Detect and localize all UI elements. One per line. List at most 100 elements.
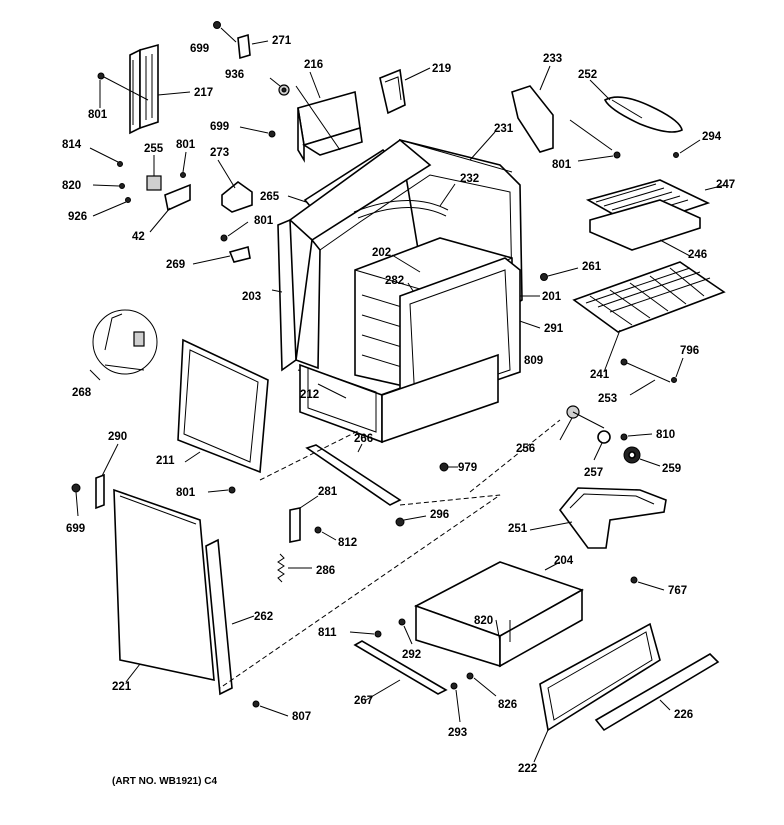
callout-label-699b: 699: [210, 121, 229, 133]
callout-label-247: 247: [716, 179, 735, 191]
callout-label-261: 261: [582, 261, 602, 273]
part-286-spring: [277, 553, 312, 583]
part-262-door-frame: [205, 538, 255, 696]
part-812-screw: [314, 526, 337, 541]
part-255-switch: [89, 147, 162, 191]
callout-label-211: 211: [156, 455, 175, 467]
part-810-screw: [620, 433, 653, 441]
callout-label-219: 219: [432, 63, 451, 75]
callout-label-296: 296: [430, 509, 449, 521]
part-221-door-panel: [113, 488, 215, 683]
part-203-side-panel: [271, 289, 283, 293]
callout-label-202: 202: [372, 247, 391, 259]
part-767-screw: [630, 576, 665, 591]
callout-label-256: 256: [516, 443, 535, 455]
callout-label-267: 267: [354, 695, 373, 707]
callout-label-826: 826: [498, 699, 517, 711]
part-926-screw: [92, 197, 131, 217]
part-820-screws-b: [495, 619, 511, 643]
callout-label-268: 268: [72, 387, 92, 399]
callout-label-801b: 801: [176, 139, 196, 151]
callout-label-767: 767: [668, 585, 687, 597]
callout-label-204: 204: [554, 555, 574, 567]
callout-label-265: 265: [260, 191, 280, 203]
part-226-trim: [594, 652, 720, 732]
part-811-screw: [349, 630, 382, 638]
callout-label-979: 979: [458, 462, 477, 474]
callout-label-809: 809: [524, 355, 543, 367]
part-936-grommet: [269, 77, 290, 96]
part-290-hinge: [95, 443, 119, 510]
callout-label-293: 293: [448, 727, 467, 739]
part-252-broil-element: [589, 79, 683, 133]
part-699-screw-c: [71, 483, 81, 517]
part-294-clip: [673, 139, 701, 158]
part-232-tube: [353, 183, 456, 219]
part-296-screw: [395, 515, 427, 527]
callout-label-226: 226: [674, 709, 693, 721]
callout-label-936: 936: [225, 69, 244, 81]
callout-label-203: 203: [242, 291, 261, 303]
callout-label-271: 271: [272, 35, 292, 47]
part-222-drawer-front: [533, 622, 661, 763]
part-216-duct: [295, 71, 363, 163]
part-211-panel: [177, 338, 269, 474]
callout-label-212: 212: [300, 389, 319, 401]
callout-label-699a: 699: [190, 43, 209, 55]
callout-label-292: 292: [402, 649, 421, 661]
part-271-clip: [213, 21, 269, 60]
callout-label-252: 252: [578, 69, 597, 81]
part-204-drawer: [414, 561, 584, 668]
part-292-clip: [398, 618, 413, 645]
callout-label-217: 217: [194, 87, 213, 99]
callout-label-926: 926: [68, 211, 87, 223]
callout-label-222: 222: [518, 763, 537, 775]
part-826-screw: [466, 672, 497, 697]
callout-label-269: 269: [166, 259, 185, 271]
callout-label-820b: 820: [474, 615, 493, 627]
part-796-clip: [671, 357, 684, 383]
callout-label-231: 231: [494, 123, 514, 135]
callout-label-281: 281: [318, 486, 338, 498]
part-253-sensor: [620, 358, 671, 396]
part-256-thermostat: [559, 405, 605, 441]
callout-label-286: 286: [316, 565, 335, 577]
part-266-strip: [305, 443, 402, 506]
callout-label-282: 282: [385, 275, 404, 287]
callout-label-201: 201: [542, 291, 562, 303]
callout-label-801e: 801: [176, 487, 196, 499]
callout-label-257: 257: [584, 467, 603, 479]
callout-label-811: 811: [318, 627, 337, 639]
callout-label-699c: 699: [66, 523, 85, 535]
callout-label-796: 796: [680, 345, 699, 357]
part-281-switch: [289, 495, 319, 543]
callout-label-812: 812: [338, 537, 357, 549]
assembly-guide-lines: [219, 419, 561, 689]
part-801-screw-c: [220, 221, 249, 242]
callout-label-810: 810: [656, 429, 675, 441]
part-251-bake-element: [529, 487, 667, 549]
callout-label-42: 42: [132, 231, 145, 243]
callout-label-807: 807: [292, 711, 311, 723]
callout-label-266: 266: [354, 433, 373, 445]
callout-label-801c: 801: [552, 159, 572, 171]
callout-label-273: 273: [210, 147, 229, 159]
part-233-bracket: [511, 65, 554, 153]
callout-label-820a: 820: [62, 180, 81, 192]
part-259-knob: [623, 446, 661, 467]
part-261-clip: [540, 267, 579, 281]
part-269-bracket: [192, 245, 251, 265]
part-268-wire-detail: [89, 309, 158, 381]
part-801-screw-b: [180, 151, 187, 178]
part-293-screw: [450, 682, 461, 723]
callout-label-246: 246: [688, 249, 707, 261]
callout-label-814: 814: [62, 139, 82, 151]
part-979-grommet: [439, 462, 458, 472]
callout-label-233: 233: [543, 53, 562, 65]
callout-label-291: 291: [544, 323, 564, 335]
callout-label-259: 259: [662, 463, 681, 475]
callout-label-801d: 801: [254, 215, 274, 227]
callout-label-251: 251: [508, 523, 528, 535]
